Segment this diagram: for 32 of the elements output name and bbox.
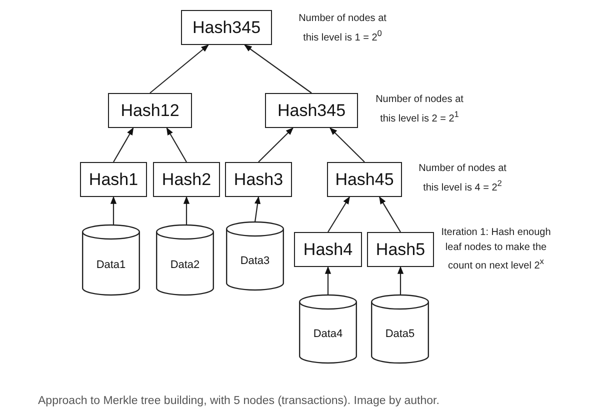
arrow	[397, 266, 404, 295]
hash-box: Hash345	[181, 10, 272, 45]
arrow	[379, 196, 401, 232]
node-label: Data1	[96, 259, 126, 271]
hash-box: Hash12	[108, 93, 192, 128]
hash-box: Hash45	[327, 162, 402, 197]
arrow	[324, 266, 332, 295]
hash-box: Hash2	[153, 162, 220, 197]
level-note: Number of nodes at this level is 1 = 2$^{0}$	[298, 12, 388, 45]
arrow	[113, 127, 134, 162]
arrow	[110, 196, 117, 225]
hash-box: Hash345	[265, 93, 358, 128]
arrow	[254, 196, 261, 222]
arrow	[258, 127, 294, 162]
level-note: Number of nodes at this level is 2 = 2$^{1}$	[374, 93, 464, 126]
node-label: Data3	[240, 255, 270, 267]
arrow	[330, 127, 365, 162]
caption: Approach to Merkle tree building, with 5 nodes (transactions). Image by author.	[38, 395, 440, 407]
node-label: Data2	[170, 259, 200, 271]
arrow	[244, 44, 312, 94]
hash-box: Hash4	[294, 232, 362, 267]
hash-box: Hash1	[80, 162, 147, 197]
arrow	[328, 196, 350, 232]
level-note: Number of nodes at this level is 4 = 2$^{2}$	[418, 162, 508, 195]
hash-box: Hash3	[225, 162, 292, 197]
node-label: Data5	[385, 328, 415, 340]
arrow	[166, 127, 187, 162]
arrow	[150, 44, 209, 94]
node-label: Data4	[313, 328, 343, 340]
hash-box: Hash5	[367, 232, 434, 267]
level-note: Iteration 1: Hash enough leaf nodes to make the count on next level 2$^{x}$	[440, 226, 552, 274]
arrow	[183, 196, 190, 225]
